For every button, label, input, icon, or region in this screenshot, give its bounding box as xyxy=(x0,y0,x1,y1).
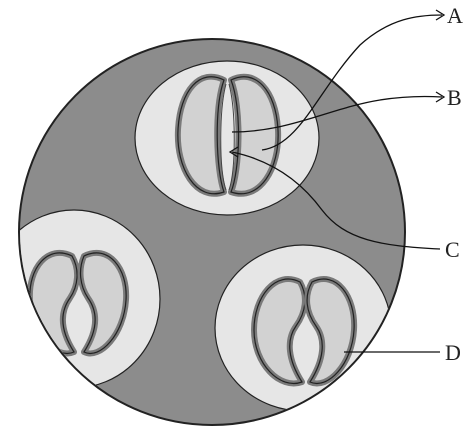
subsidiary-zone xyxy=(215,245,391,411)
subsidiary-zone xyxy=(0,210,160,388)
stoma-closed-right xyxy=(215,245,391,411)
stoma-closed-left xyxy=(0,210,160,388)
label-a: A xyxy=(447,3,463,28)
stoma-open xyxy=(135,61,319,215)
label-c: C xyxy=(445,237,460,262)
label-b: B xyxy=(447,85,462,110)
subsidiary-zone xyxy=(135,61,319,215)
label-d: D xyxy=(445,340,461,365)
